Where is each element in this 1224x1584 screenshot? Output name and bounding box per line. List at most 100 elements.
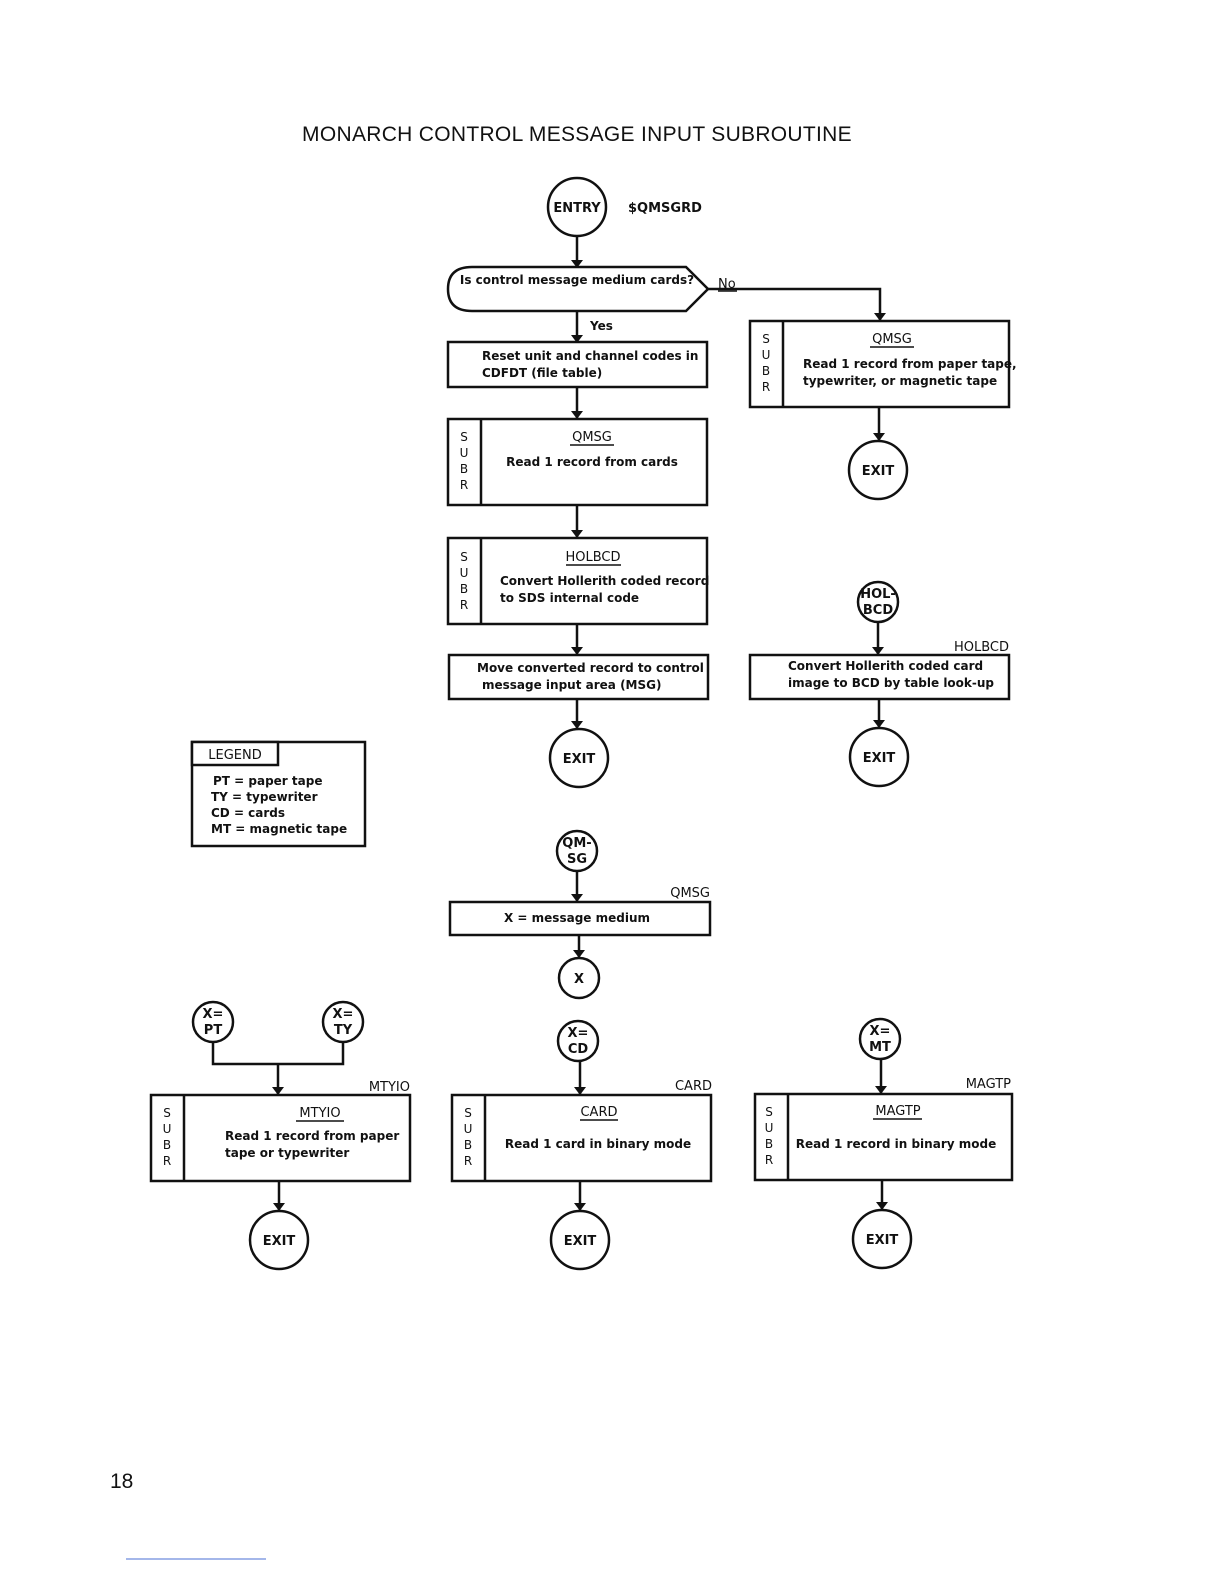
x-cd-connector <box>556 1019 600 1063</box>
svg-text:X=: X= <box>333 1007 354 1022</box>
legend-title-box <box>190 740 280 767</box>
svg-text:X=: X= <box>870 1024 891 1039</box>
svg-text:S: S <box>765 1105 773 1119</box>
exit-connector <box>848 726 910 788</box>
move-record-line-2: message input area (MSG) <box>482 678 661 692</box>
svg-text:X=: X= <box>203 1007 224 1022</box>
svg-text:HOL-: HOL- <box>860 587 896 602</box>
svg-text:U: U <box>460 446 469 460</box>
svg-text:R: R <box>765 1153 773 1167</box>
svg-text:R: R <box>464 1154 472 1168</box>
svg-text:U: U <box>762 348 771 362</box>
svg-text:U: U <box>163 1122 172 1136</box>
x-connector <box>557 956 601 1000</box>
holbcd-convert-box <box>748 653 1011 701</box>
move-record-line-1: Move converted record to control <box>477 661 704 675</box>
svg-text:B: B <box>765 1137 773 1151</box>
card-subroutine-box <box>450 1093 713 1183</box>
reset-codes-box <box>446 340 709 389</box>
holbcd-line-2: to SDS internal code <box>500 591 639 605</box>
svg-text:S: S <box>464 1106 472 1120</box>
exit-connector <box>549 1209 611 1271</box>
svg-text:EXIT: EXIT <box>564 1234 597 1249</box>
svg-text:MT: MT <box>869 1040 891 1055</box>
svg-text:S: S <box>460 430 468 444</box>
qmsg-cards-name: QMSG <box>572 430 612 445</box>
entry-label: ENTRY <box>553 201 601 216</box>
message-medium-text: X = message medium <box>504 911 650 925</box>
magtp-subroutine-box <box>753 1092 1014 1182</box>
legend-title: LEGEND <box>208 748 261 763</box>
svg-text:PT: PT <box>204 1023 223 1038</box>
qmsg-other-subroutine-box <box>748 319 1011 409</box>
holbcd-line-1: Convert Hollerith coded record <box>500 574 709 588</box>
svg-text:B: B <box>464 1138 472 1152</box>
page-number: 18 <box>110 1470 133 1493</box>
svg-text:X: X <box>574 972 584 987</box>
holbcd-routine-name: HOLBCD <box>954 640 1009 655</box>
move-record-box <box>447 653 710 701</box>
entry-name: $QMSGRD <box>628 201 702 216</box>
qmsg-other-name: QMSG <box>872 332 912 347</box>
holbcd-convert-line-1: Convert Hollerith coded card <box>788 659 983 673</box>
svg-text:TY: TY <box>334 1023 353 1038</box>
legend-item: PT = paper tape <box>213 774 322 788</box>
card-text: Read 1 card in binary mode <box>505 1137 691 1151</box>
holbcd-convert-line-2: image to BCD by table look-up <box>788 676 994 690</box>
exit-connector <box>847 439 909 501</box>
svg-text:S: S <box>762 332 770 346</box>
svg-text:U: U <box>765 1121 774 1135</box>
svg-text:R: R <box>460 478 468 492</box>
mtyio-line-2: tape or typewriter <box>225 1146 349 1160</box>
legend-item: TY = typewriter <box>211 790 318 804</box>
page-title: MONARCH CONTROL MESSAGE INPUT SUBROUTINE <box>302 123 852 146</box>
holbcd-name: HOLBCD <box>565 550 620 565</box>
reset-codes-line-1: Reset unit and channel codes in <box>482 349 698 363</box>
svg-text:B: B <box>460 582 468 596</box>
svg-text:R: R <box>460 598 468 612</box>
svg-text:U: U <box>460 566 469 580</box>
exit-connector <box>851 1208 913 1270</box>
svg-text:CD: CD <box>568 1042 589 1057</box>
svg-text:EXIT: EXIT <box>862 464 895 479</box>
card-routine-name: CARD <box>675 1079 712 1094</box>
qmsg-routine-name: QMSG <box>670 886 710 901</box>
svg-text:S: S <box>460 550 468 564</box>
magtp-routine-name: MAGTP <box>966 1077 1011 1092</box>
qmsg-cards-text: Read 1 record from cards <box>506 455 678 469</box>
mtyio-routine-name: MTYIO <box>369 1080 410 1095</box>
reset-codes-line-2: CDFDT (file table) <box>482 366 602 380</box>
exit-connector <box>548 727 610 789</box>
svg-text:B: B <box>460 462 468 476</box>
svg-text:B: B <box>762 364 770 378</box>
magtp-text: Read 1 record in binary mode <box>796 1137 996 1151</box>
holbcd-subroutine-box <box>446 536 709 626</box>
decision-question: Is control message medium cards? <box>460 273 694 287</box>
card-name: CARD <box>580 1105 617 1120</box>
svg-text:EXIT: EXIT <box>866 1233 899 1248</box>
svg-text:QM-: QM- <box>562 836 591 851</box>
svg-text:R: R <box>163 1154 171 1168</box>
legend-item: MT = magnetic tape <box>211 822 347 836</box>
svg-text:U: U <box>464 1122 473 1136</box>
mtyio-name: MTYIO <box>299 1106 340 1121</box>
mtyio-line-1: Read 1 record from paper <box>225 1129 399 1143</box>
svg-text:BCD: BCD <box>863 603 893 618</box>
svg-text:EXIT: EXIT <box>263 1234 296 1249</box>
qmsg-other-line-1: Read 1 record from paper tape, <box>803 357 1017 371</box>
svg-text:S: S <box>163 1106 171 1120</box>
svg-text:EXIT: EXIT <box>563 752 596 767</box>
qmsg-other-line-2: typewriter, or magnetic tape <box>803 374 997 388</box>
exit-connector <box>248 1209 310 1271</box>
qmsg-cards-subroutine-box <box>446 417 709 507</box>
magtp-name: MAGTP <box>875 1104 920 1119</box>
svg-text:B: B <box>163 1138 171 1152</box>
svg-text:EXIT: EXIT <box>863 751 896 766</box>
legend-item: CD = cards <box>211 806 285 820</box>
svg-text:R: R <box>762 380 770 394</box>
mtyio-subroutine-box <box>149 1093 412 1183</box>
svg-text:X=: X= <box>568 1026 589 1041</box>
decision-yes-label: Yes <box>589 319 613 333</box>
decision-box <box>446 265 710 313</box>
